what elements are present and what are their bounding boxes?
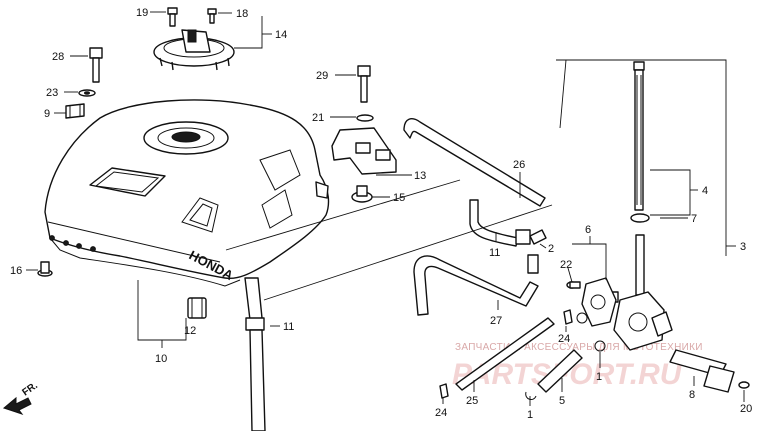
- valve-outlet-pipe: [669, 349, 750, 393]
- callout-20: 20: [740, 403, 752, 415]
- callout-1-right: 1: [596, 371, 602, 383]
- fuel-tank: HONDA: [44, 99, 330, 287]
- breather-hose-short: [469, 199, 547, 247]
- callout-15: 14: [275, 29, 287, 41]
- front-direction-indicator: FR.: [2, 380, 40, 415]
- breather-tube: [403, 118, 546, 207]
- callout-17: 16: [10, 265, 22, 277]
- fuel-tubes: [455, 312, 606, 400]
- callout-27: 27: [490, 315, 502, 327]
- callout-9: 9: [44, 108, 50, 120]
- leader-lines: [26, 11, 745, 406]
- callout-11: 11: [283, 321, 294, 333]
- callout-4: 4: [702, 185, 708, 197]
- cap-screws: [167, 7, 217, 27]
- overflow-tube: [413, 254, 539, 316]
- tank-drain-plug: [187, 297, 207, 319]
- callout-24-left: 24: [435, 407, 447, 419]
- fuel-valve-lever: [566, 277, 617, 327]
- callout-7: 7: [691, 213, 697, 225]
- callout-12: 11: [489, 247, 500, 259]
- callout-13: 12: [184, 325, 196, 337]
- callout-8: 8: [689, 389, 695, 401]
- fuel-strainer: [630, 61, 650, 223]
- callout-22: 22: [560, 259, 572, 271]
- callout-25: 25: [466, 395, 478, 407]
- watermark-caption: ЗАПЧАСТИ И АКСЕССУАРЫ ДЛЯ МОТОТЕХНИКИ: [455, 342, 703, 353]
- fuel-cap-assembly: [153, 29, 235, 71]
- drain-tube: [244, 277, 266, 431]
- callout-14: 13: [414, 170, 426, 182]
- callout-2: 2: [548, 243, 554, 255]
- callout-1-bottom: 1: [527, 409, 533, 421]
- callout-29: 29: [316, 70, 328, 82]
- front-indicator-label: FR.: [20, 380, 40, 398]
- callout-3: 3: [740, 241, 746, 253]
- callout-19: 19: [136, 7, 148, 19]
- callout-28: 28: [52, 51, 64, 63]
- callout-6: 6: [585, 224, 591, 236]
- tank-mount-hardware: [65, 47, 103, 119]
- callout-16: 15: [393, 192, 405, 204]
- callout-24-right: 24: [558, 333, 570, 345]
- callout-26: 26: [513, 159, 525, 171]
- callout-5: 5: [559, 395, 565, 407]
- callout-23: 23: [46, 87, 58, 99]
- callout-21: 21: [312, 112, 324, 124]
- callout-10: 10: [155, 353, 167, 365]
- callout-numbers: 19 18 14 28 23 9 29 21 13 15 16 12 10 11…: [10, 7, 752, 421]
- tube-clips: [439, 309, 573, 399]
- rear-bracket-hardware: [331, 65, 397, 203]
- mount-bolt: [37, 261, 53, 277]
- callout-18: 18: [236, 8, 248, 20]
